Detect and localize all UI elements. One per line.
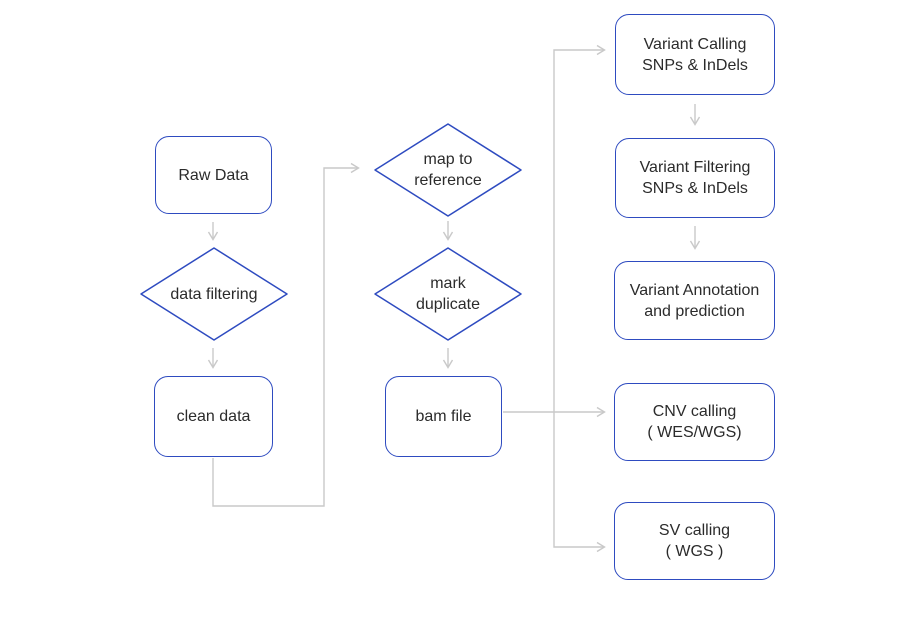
node-label-line: SNPs & InDels [642, 56, 748, 74]
node-label-line: clean data [176, 408, 251, 425]
node-raw-data: Raw Data [155, 136, 272, 214]
node-clean-data: clean data [154, 376, 273, 457]
node-label-line: Variant Annotation [629, 281, 760, 299]
node-label-line: Raw Data [178, 166, 249, 184]
diamond-data-filtering [140, 247, 288, 341]
node-label-line: and prediction [644, 302, 745, 320]
edge-bam-file-to-variant-calling [553, 44, 606, 412]
node-variant-annotation: Variant Annotation and prediction [614, 261, 775, 340]
node-label-line: ( WES/WGS) [647, 424, 742, 441]
node-bam-file: bam file [385, 376, 502, 457]
node-label-line: CNV calling [652, 403, 737, 420]
node-label-line: SNPs & InDels [642, 180, 748, 197]
node-variant-filtering: Variant Filtering SNPs & InDels [615, 138, 775, 218]
diamond-map-to-reference [374, 123, 522, 217]
node-label-line: Variant Calling [643, 35, 747, 53]
node-label-line: ( WGS ) [665, 543, 724, 560]
node-variant-calling: Variant Calling SNPs & InDels [615, 14, 775, 95]
node-sv-calling: SV calling ( WGS ) [614, 502, 775, 580]
node-label-line: SV calling [658, 522, 731, 539]
node-cnv-calling: CNV calling ( WES/WGS) [614, 383, 775, 461]
edge-bam-file-to-sv-calling [553, 412, 606, 553]
diamond-mark-duplicate [374, 247, 522, 341]
node-label-line: Variant Filtering [639, 159, 751, 176]
node-label-line: bam file [415, 408, 472, 425]
edge-clean-data-to-map-to-reference [212, 162, 360, 507]
